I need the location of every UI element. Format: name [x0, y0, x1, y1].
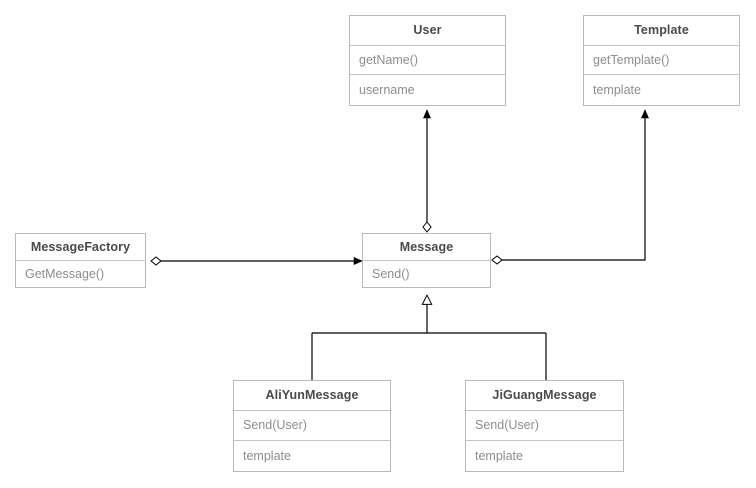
edge-subclasses-to-message	[311, 295, 547, 380]
class-name-messagefactory: MessageFactory	[16, 234, 145, 261]
class-method-message-send: Send()	[372, 266, 410, 281]
class-box-aliyunmessage[interactable]: AliYunMessage Send(User) template	[233, 380, 391, 472]
class-name-aliyunmessage: AliYunMessage	[234, 381, 390, 411]
class-box-jiguangmessage[interactable]: JiGuangMessage Send(User) template	[465, 380, 624, 472]
class-name-template: Template	[584, 16, 739, 46]
class-method-jiguangmessage-send: Send(User)	[466, 411, 623, 441]
class-attribute-aliyunmessage-template: template	[243, 448, 291, 463]
edge-message-to-template	[491, 109, 649, 265]
class-attribute-user-username: username	[359, 83, 415, 98]
class-box-messagefactory[interactable]: MessageFactory GetMessage()	[15, 233, 146, 288]
class-attribute-template-template: template	[593, 83, 641, 98]
class-method-messagefactory-getmessage: GetMessage()	[25, 266, 105, 281]
class-method-aliyunmessage-send: Send(User)	[234, 411, 390, 441]
class-attribute-jiguangmessage-template: template	[475, 448, 523, 463]
class-method-template-gettemplate: getTemplate()	[584, 46, 739, 76]
class-box-template[interactable]: Template getTemplate() template	[583, 15, 740, 106]
edge-factory-to-message	[150, 256, 363, 266]
hollow-diamond-message-template	[491, 255, 503, 265]
class-box-message[interactable]: Message Send()	[362, 233, 491, 288]
class-name-message: Message	[363, 234, 490, 261]
class-method-user-getname: getName()	[350, 46, 505, 76]
class-name-user: User	[350, 16, 505, 46]
hollow-diamond-factory-message	[150, 256, 162, 266]
edge-message-to-user	[422, 109, 432, 233]
class-name-jiguangmessage: JiGuangMessage	[466, 381, 623, 411]
class-box-user[interactable]: User getName() username	[349, 15, 506, 106]
hollow-diamond-message-user	[422, 221, 432, 233]
